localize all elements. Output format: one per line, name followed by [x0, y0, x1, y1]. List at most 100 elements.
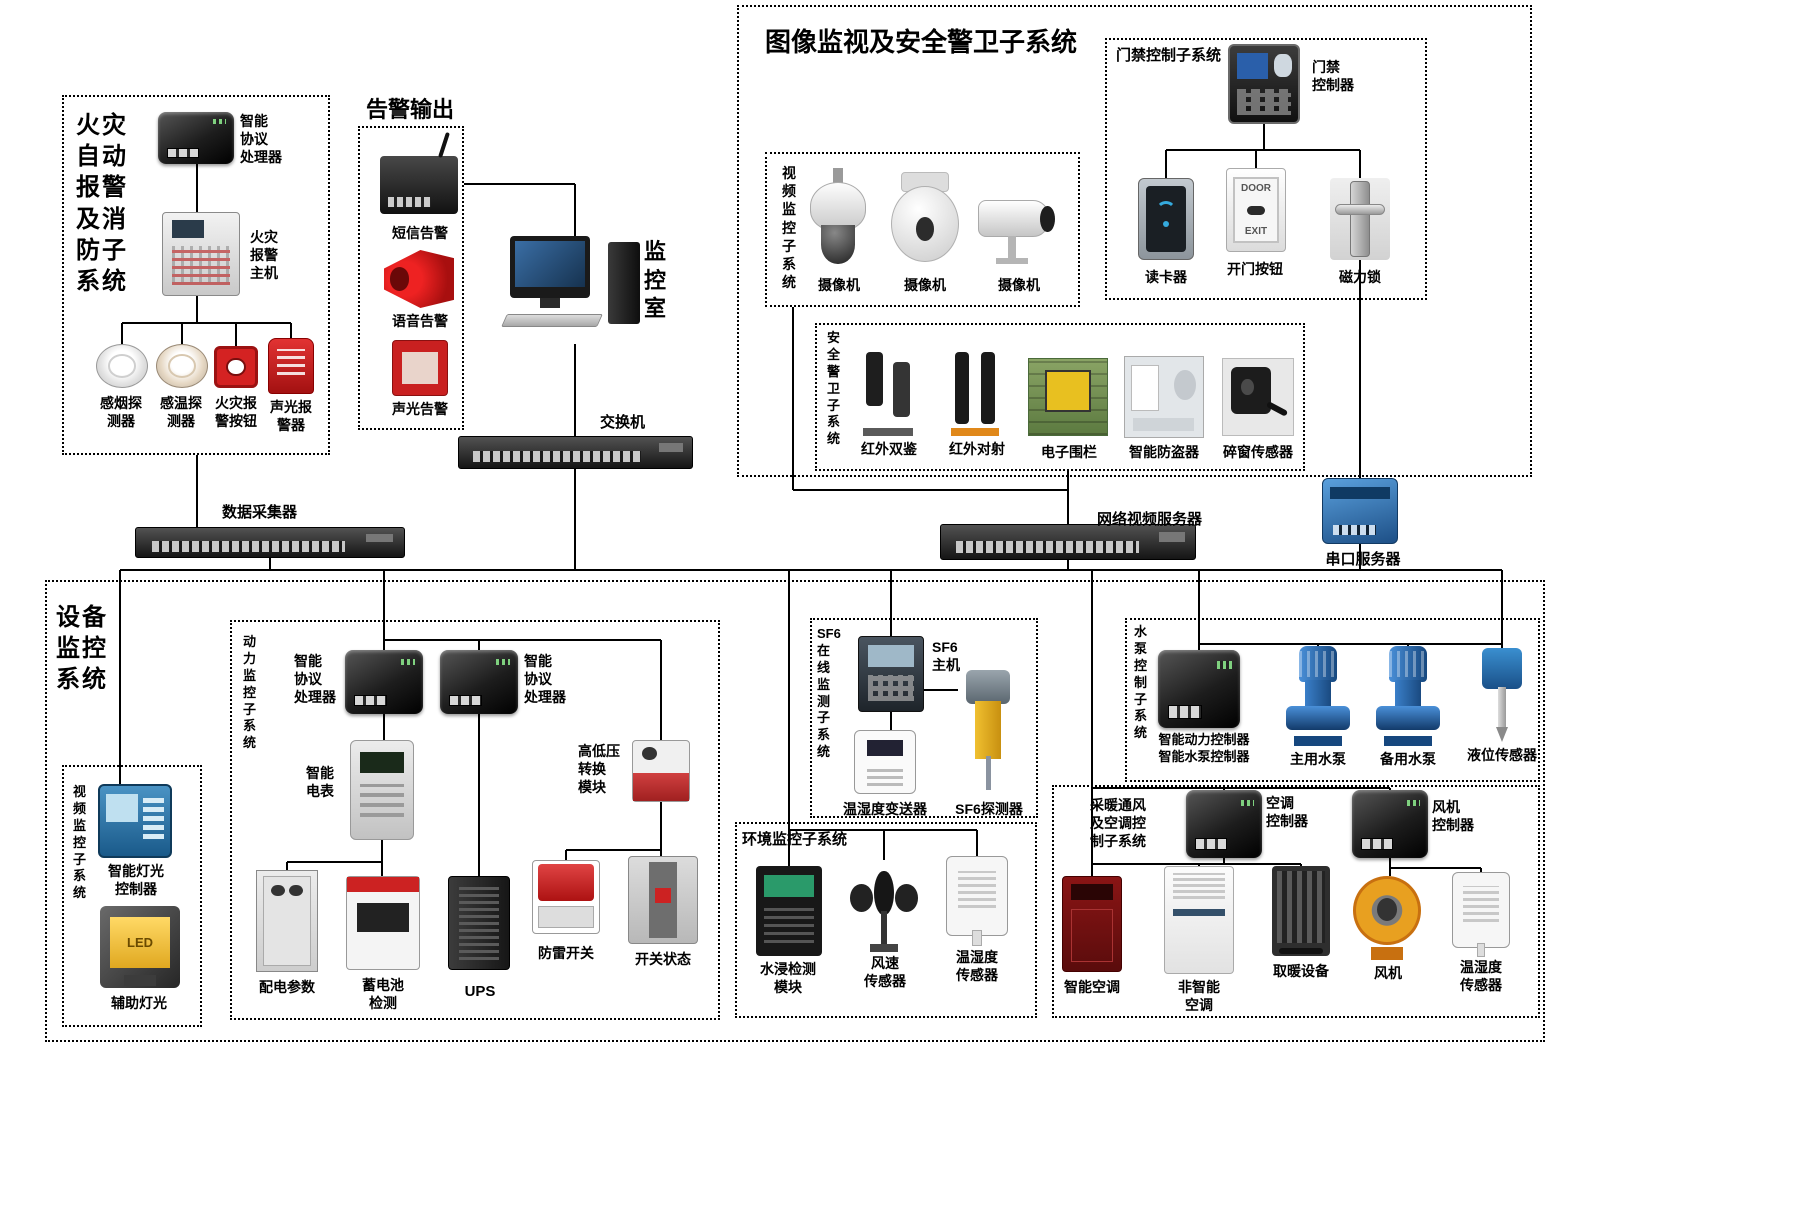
fire-alarm-host-icon	[162, 212, 240, 296]
base-detail	[1383, 736, 1433, 746]
shaft-detail	[1498, 687, 1506, 729]
screen-detail	[515, 241, 585, 287]
led-detail	[1240, 799, 1255, 807]
fan-controller-label: 风机 控制器	[1432, 799, 1474, 834]
cup-detail	[850, 883, 874, 912]
red-section-detail	[633, 773, 689, 801]
keypad-detail	[1237, 89, 1291, 116]
arm-detail	[1008, 235, 1016, 261]
strip-detail	[1173, 909, 1225, 916]
fire-button-label: 火灾报 警按钮	[215, 395, 257, 430]
fan-label: 风机	[1374, 965, 1402, 981]
led-detail	[1406, 799, 1421, 807]
ports-detail	[1361, 837, 1394, 850]
ports-detail	[1167, 704, 1203, 719]
lens-detail	[1241, 378, 1254, 396]
camera2-label: 摄像机	[904, 277, 946, 293]
post-detail	[955, 352, 970, 425]
vents-detail	[458, 886, 500, 960]
fire-subsystem-title: 火灾 自动 报警 及消 防子 系统	[76, 112, 128, 295]
body-detail	[978, 200, 1049, 238]
serial-server-label: 串口服务器	[1325, 551, 1401, 568]
distribution-label: 配电参数	[259, 979, 315, 995]
fingerprint-detail	[1274, 54, 1292, 78]
base-detail	[538, 906, 594, 928]
monitoring-room-title: 监 控 室	[644, 239, 667, 322]
door-open-button-icon: DOOR EXIT	[1226, 168, 1286, 252]
badge-detail	[366, 533, 394, 543]
knob-detail	[641, 747, 657, 761]
door-detail	[263, 876, 311, 966]
water-leak-module-icon	[756, 866, 822, 956]
smart-ac-label: 智能空调	[1064, 979, 1120, 995]
sf6-title: SF6 在 线 监 测 子 系 统	[817, 626, 841, 760]
body-detail	[809, 182, 867, 232]
probe-detail	[985, 756, 991, 790]
base-detail	[1370, 946, 1404, 960]
door-button-label: 开门按钮	[1227, 261, 1283, 277]
surveillance-system-box	[737, 5, 1532, 477]
smart-ac-icon	[1062, 876, 1122, 972]
power-proc1-label: 智能 协议 处理器	[294, 653, 336, 706]
sms-alarm-icon	[380, 132, 458, 214]
ports-detail	[449, 694, 483, 707]
sf6-host-label: SF6 主机	[932, 639, 960, 674]
screen-detail	[867, 739, 903, 756]
slots-detail	[867, 766, 903, 786]
video2-title: 视 频 监 控 子 系 统	[73, 784, 87, 901]
ethernet-switch-icon	[458, 436, 693, 469]
access-controller-label: 门禁 控制器	[1312, 59, 1354, 94]
ports-detail	[1195, 837, 1228, 850]
anti-theft-label: 智能防盗器	[1129, 444, 1199, 460]
battery-tester-icon	[346, 876, 420, 970]
env-title: 环境监控子系统	[742, 831, 848, 848]
sf6-detector-label: SF6探测器	[955, 801, 1023, 817]
data-collector-label: 数据采集器	[222, 504, 298, 521]
hvac-title: 采暖通风 及空调控 制子系统	[1090, 797, 1146, 850]
key-icon	[1247, 205, 1265, 215]
fire-strobe-label: 声光报 警器	[270, 399, 312, 434]
pump-controller-label: 智能动力控制器 智能水泵控制器	[1158, 732, 1250, 764]
base-detail	[950, 428, 1000, 436]
motor-detail	[1388, 646, 1428, 682]
heat-detector-icon	[156, 344, 208, 388]
plate-detail	[1350, 181, 1370, 257]
stub-detail	[972, 930, 982, 946]
network-video-server-icon	[940, 524, 1196, 560]
badge-detail	[1159, 531, 1185, 542]
power-protocol-processor1-icon	[345, 650, 423, 714]
led-floodlight-icon: LED	[100, 906, 180, 988]
switch-label: 交换机	[600, 414, 646, 431]
env-subsystem-box	[735, 822, 1037, 1018]
badge-detail	[659, 443, 683, 453]
ac-controller-label: 空调 控制器	[1266, 795, 1308, 830]
security-guard-title: 安 全 警 卫 子 系 统	[827, 330, 841, 447]
ribs-detail	[1298, 651, 1338, 677]
water-leak-label: 水浸检测 模块	[760, 961, 816, 996]
hvac-th-sensor-icon	[1452, 872, 1510, 958]
ports-detail	[387, 196, 431, 208]
monitoring-pc-icon	[501, 232, 640, 342]
screen-detail	[867, 645, 915, 668]
text-detail	[763, 905, 815, 944]
detector-detail	[892, 362, 910, 417]
wind-sensor-icon	[850, 860, 918, 952]
sf6-host-icon	[858, 636, 924, 712]
button-detail	[226, 357, 246, 377]
bracket-detail	[124, 974, 156, 987]
module-detail	[1174, 369, 1196, 401]
sf6-detector-icon	[958, 670, 1018, 790]
pipe-detail	[1286, 706, 1350, 730]
grill-detail	[957, 871, 997, 909]
power-title: 动 力 监 控 子 系 统	[243, 634, 257, 751]
level-sensor-icon	[1472, 648, 1532, 742]
th-transmitter-icon	[854, 730, 916, 794]
data-collector-icon	[135, 527, 405, 558]
security-guard-box	[815, 323, 1305, 471]
gauge-detail	[271, 885, 285, 896]
module-detail	[538, 863, 594, 902]
smoke-detector-icon	[96, 344, 148, 388]
video-server-label: 网络视频服务器	[1097, 511, 1203, 528]
th-transmitter-label: 温湿度变送器	[843, 801, 927, 817]
